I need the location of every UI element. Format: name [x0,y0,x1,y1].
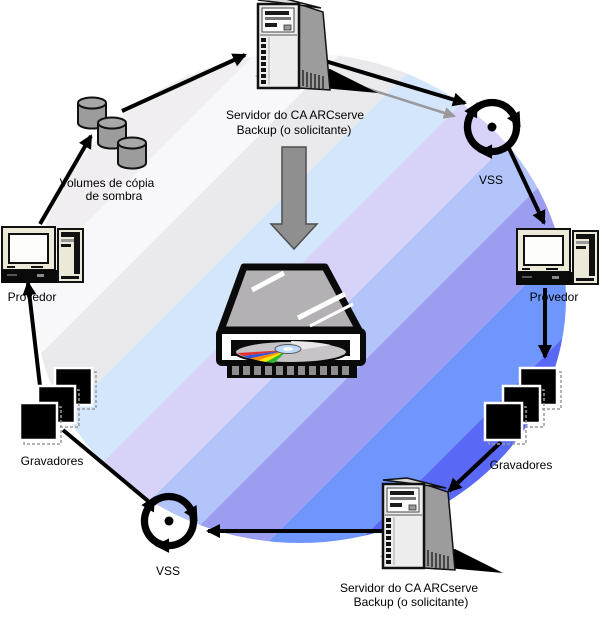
arrow-writers-right-to-server-bottom [447,440,503,493]
shadow-volumes-label-line1: Volumes de cópia [60,176,155,190]
server-bottom-label-line1: Servidor do CA ARCserve [340,581,478,595]
arrow-provider-left-to-volumes [38,134,93,226]
provider-left-computer-icon [0,226,84,284]
writers-right-label: Gravadores [490,458,553,472]
cycle-arrows [22,53,552,538]
server-bottom-label-line2: Backup (o solicitante) [354,595,469,609]
arrow-volumes-to-server-top [121,53,247,113]
server-top-label-line1: Servidor do CA ARCserve [226,108,364,122]
stripe-band [34,53,566,543]
arrow-server-top-to-vss [314,56,467,107]
vss-bottom-label: VSS [156,564,180,578]
provider-right-computer-icon [515,228,599,286]
shadow-volumes-label-line2: de sombra [86,189,143,203]
vss-top-right-label: VSS [479,173,503,187]
arrow-vss-to-provider-right [505,143,546,225]
stripe-band [0,0,594,592]
server-top-label-line2: Backup (o solicitante) [237,123,352,137]
writers-left-label: Gravadores [21,454,84,468]
arrow-writers-left-to-provider-left [22,281,42,387]
provider-right-label: Provedor [530,290,579,304]
line-vss-bottom-to-writers-left [61,428,150,503]
cd-drive-icon [216,263,366,378]
provider-left-label: Provedor [8,290,57,304]
server-bottom-icon [378,476,505,575]
big-down-arrow-icon [269,146,319,251]
